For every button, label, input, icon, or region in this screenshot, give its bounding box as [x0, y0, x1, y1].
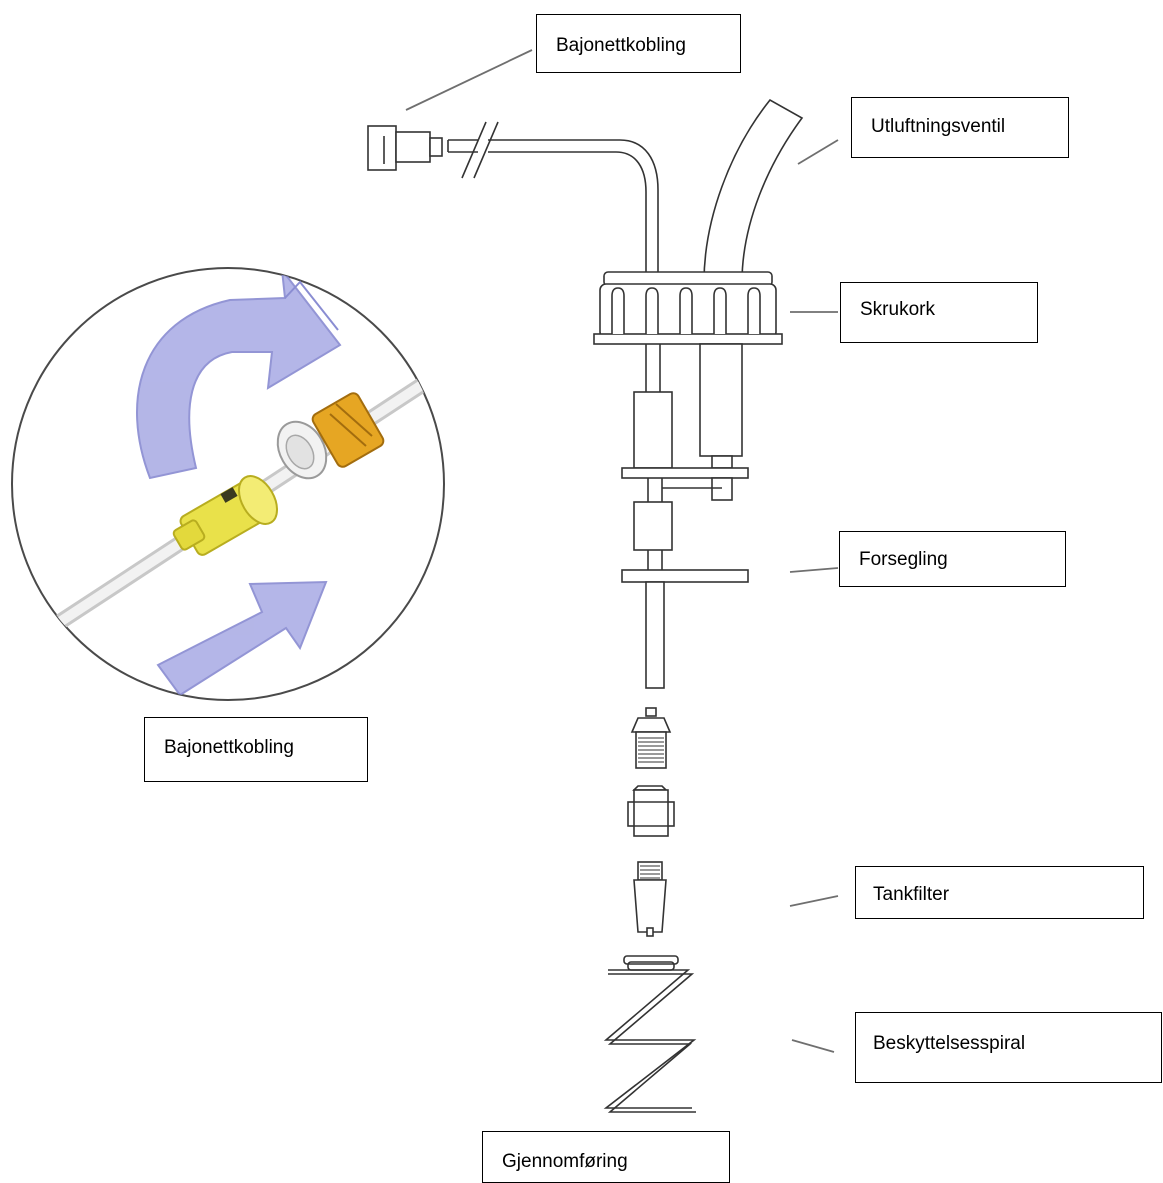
- label-feedthrough-text: Gjennomføring: [502, 1151, 628, 1172]
- supply-tube: [447, 121, 659, 282]
- label-feedthrough: Gjennomføring: [482, 1131, 730, 1183]
- label-screw-cap: Skrukork: [840, 282, 1038, 343]
- label-vent-valve: Utluftningsventil: [851, 97, 1069, 158]
- white-socket: [276, 420, 328, 480]
- label-bayonet-top: Bajonettkobling: [536, 14, 741, 73]
- protection-spiral: [603, 955, 697, 1113]
- label-tank-filter-text: Tankfilter: [873, 884, 950, 905]
- leader-tank-filter: [789, 895, 839, 907]
- label-tank-filter: Tankfilter: [855, 866, 1144, 919]
- label-protection-spiral-text: Beskyttelsesspiral: [873, 1033, 1026, 1054]
- leader-seal: [789, 567, 839, 573]
- label-seal: Forsegling: [839, 531, 1066, 587]
- bayonet-connector-top: [367, 125, 443, 171]
- label-protection-spiral: Beskyttelsesspiral: [855, 1012, 1162, 1083]
- feedthrough-fitting: [627, 707, 675, 837]
- leader-bayonet-top: [405, 49, 533, 111]
- orange-nut: [311, 392, 385, 468]
- label-seal-text: Forsegling: [859, 549, 948, 570]
- vent-tube: [703, 98, 804, 283]
- suction-assembly: [621, 343, 749, 570]
- label-bayonet-top-text: Bajonettkobling: [556, 35, 686, 56]
- bayonet-detail-illustration: [11, 267, 445, 701]
- label-vent-valve-text: Utluftningsventil: [871, 116, 1006, 137]
- label-bayonet-detail: Bajonettkobling: [144, 717, 368, 782]
- push-arrow: [156, 580, 328, 697]
- leader-vent-valve: [797, 139, 839, 165]
- screw-cap: [593, 271, 783, 345]
- label-screw-cap-text: Skrukork: [860, 299, 935, 320]
- leader-lines: [405, 49, 839, 1053]
- leader-protection-spiral: [791, 1039, 835, 1053]
- seal: [621, 569, 749, 689]
- label-bayonet-detail-text: Bajonettkobling: [164, 737, 294, 758]
- yellow-coupling: [172, 475, 278, 556]
- rotate-arrow: [136, 268, 342, 480]
- tank-filter: [633, 861, 667, 937]
